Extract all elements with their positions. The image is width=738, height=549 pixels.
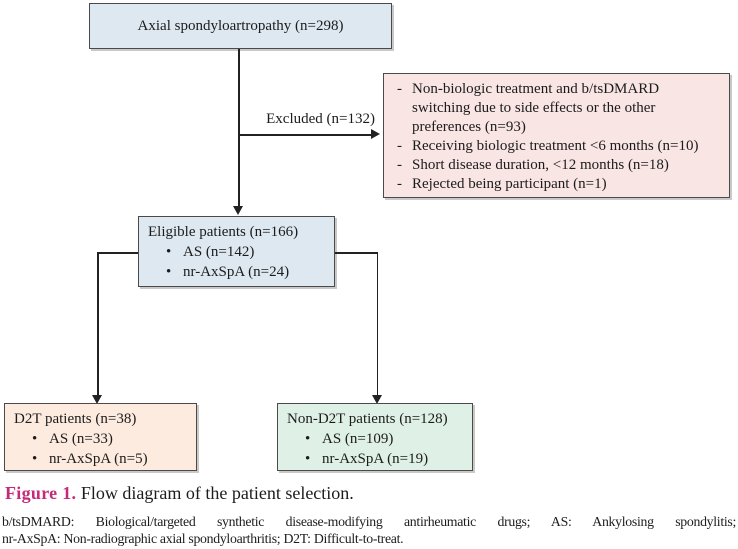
bullet-marker: • — [305, 431, 311, 447]
dash-marker: - — [397, 157, 402, 173]
connector-branch-left-vertical — [97, 252, 99, 397]
excluded-item: - Rejected being participant (n=1) — [388, 175, 721, 194]
node-d2t-patients: D2T patients (n=38) • AS (n=33) • nr-AxS… — [4, 403, 197, 471]
dash-marker: - — [397, 81, 402, 97]
connector-branch-right-vertical — [376, 252, 378, 397]
non-d2t-item: • nr-AxSpA (n=19) — [287, 449, 468, 469]
non-d2t-item-text: nr-AxSpA (n=19) — [322, 451, 429, 467]
bullet-marker: • — [166, 244, 172, 260]
eligible-item: • nr-AxSpA (n=24) — [148, 262, 330, 282]
bullet-marker: • — [32, 451, 38, 467]
node-axial-label: Axial spondyloartropathy (n=298) — [137, 17, 344, 34]
arrowhead-right-icon — [371, 129, 380, 139]
figure-caption: Figure 1. Flow diagram of the patient se… — [5, 483, 354, 504]
bullet-marker: • — [166, 264, 172, 280]
excluded-item: - Receiving biologic treatment <6 months… — [388, 137, 721, 156]
abbreviations-footnote: b/tsDMARD: Biological/targeted synthetic… — [2, 513, 736, 547]
arrowhead-down-icon — [92, 395, 102, 404]
non-d2t-item-text: AS (n=109) — [322, 431, 394, 447]
node-non-d2t-patients: Non-D2T patients (n=128) • AS (n=109) • … — [277, 403, 473, 471]
excluded-item: - Short disease duration, <12 months (n=… — [388, 156, 721, 175]
excluded-item-text: Non-biologic treatment and b/tsDMARD swi… — [412, 81, 660, 135]
connector-branch-right-horizontal — [335, 252, 378, 254]
eligible-item: • AS (n=142) — [148, 242, 330, 262]
excluded-arrow-label: Excluded (n=132) — [266, 111, 375, 127]
excluded-item-text: Short disease duration, <12 months (n=18… — [412, 157, 669, 173]
connector-branch-left-horizontal — [97, 252, 138, 254]
dash-marker: - — [397, 176, 402, 192]
figure-number-label: Figure 1. — [5, 483, 77, 503]
d2t-item: • nr-AxSpA (n=5) — [14, 449, 192, 469]
excluded-item-text: Rejected being participant (n=1) — [412, 176, 607, 192]
d2t-item: • AS (n=33) — [14, 429, 192, 449]
excluded-item: - Non-biologic treatment and b/tsDMARD s… — [388, 80, 721, 137]
node-eligible-patients: Eligible patients (n=166) • AS (n=142) •… — [138, 216, 335, 287]
non-d2t-item: • AS (n=109) — [287, 429, 468, 449]
figure-caption-text: Flow diagram of the patient selection. — [80, 483, 354, 503]
connector-to-excluded — [239, 134, 373, 136]
eligible-item-text: nr-AxSpA (n=24) — [183, 264, 290, 280]
connector-top-to-eligible — [238, 49, 240, 207]
bullet-marker: • — [32, 431, 38, 447]
node-axial-spondyloartropathy: Axial spondyloartropathy (n=298) — [89, 3, 392, 49]
node-excluded: - Non-biologic treatment and b/tsDMARD s… — [383, 73, 730, 198]
dash-marker: - — [397, 138, 402, 154]
footnote-line-1: b/tsDMARD: Biological/targeted synthetic… — [2, 514, 736, 529]
footnote-line-2: nr-AxSpA: Non-radiographic axial spondyl… — [2, 531, 404, 546]
arrowhead-down-icon — [371, 395, 382, 404]
node-non-d2t-title: Non-D2T patients (n=128) — [287, 411, 448, 427]
arrowhead-down-icon — [233, 206, 243, 215]
d2t-item-text: AS (n=33) — [49, 431, 113, 447]
eligible-item-text: AS (n=142) — [183, 244, 255, 260]
node-d2t-title: D2T patients (n=38) — [14, 411, 137, 427]
node-eligible-title: Eligible patients (n=166) — [148, 224, 299, 240]
excluded-item-text: Receiving biologic treatment <6 months (… — [412, 138, 699, 154]
bullet-marker: • — [305, 451, 311, 467]
d2t-item-text: nr-AxSpA (n=5) — [49, 451, 148, 467]
